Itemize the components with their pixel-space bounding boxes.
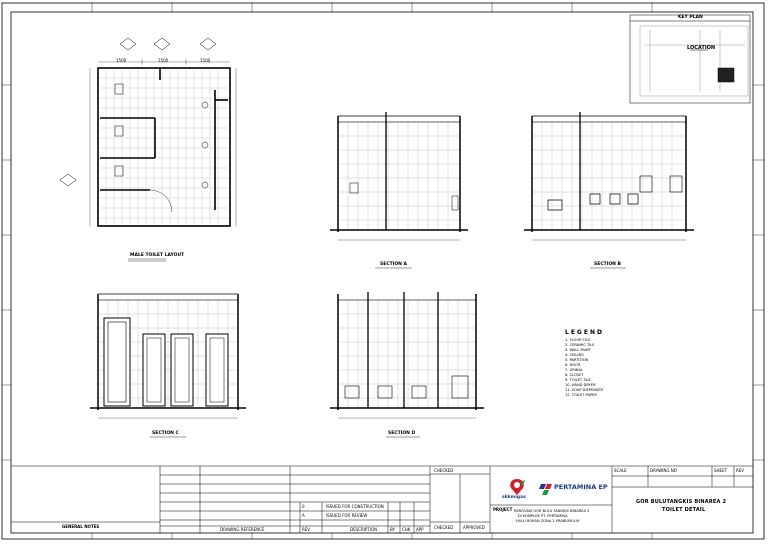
scale-label: SCALE <box>614 468 627 473</box>
title-block-lines <box>11 465 753 533</box>
rev-header-chk: CHK <box>402 527 411 532</box>
section-d-title: SECTION D <box>388 431 416 436</box>
section-a-title: SECTION A <box>380 262 408 267</box>
drawing-title-2: TOILET DETAIL <box>662 507 706 513</box>
rev-header-app: APP <box>416 527 424 532</box>
project-label: PROJECT <box>493 507 513 512</box>
legend: LEGEND 1. FLOOR TILE 2. CERAMIC TILE 3. … <box>565 329 660 399</box>
signoff-label: CHECKED <box>434 468 454 473</box>
project-line: HULU ROKAN ZONA 2 PRABUMULIH <box>516 519 580 523</box>
rev-no: 0 <box>302 504 305 509</box>
sheet-label: SHEET <box>714 468 728 473</box>
rev-header-by: BY <box>390 527 395 532</box>
key-plan-title: KEY PLAN <box>678 15 703 20</box>
legend-title: LEGEND <box>565 329 604 336</box>
legend-item: 1. FLOOR TILE <box>565 338 591 342</box>
pertamina-label: PERTAMINA EP <box>554 483 608 491</box>
legend-item: 7. URINAL <box>565 368 583 372</box>
inner-border <box>10 11 754 534</box>
section-b-title: SECTION B <box>594 262 621 267</box>
project-line: RENOVASI GOR BULU TANGKIS BINAREA 2 <box>514 509 590 513</box>
legend-item: 10. HAND DRYER <box>565 383 596 387</box>
legend-item: 6. DOOR <box>565 363 581 367</box>
plan-dim-2: 1500 <box>158 58 169 63</box>
rev-header-desc: DESCRIPTION <box>350 527 378 532</box>
rev-header-rev: REV <box>302 527 311 532</box>
general-notes-label: GENERAL NOTES <box>62 524 100 529</box>
rev-desc: ISSUED FOR CONSTRUCTION <box>326 504 384 509</box>
ref-drawings-label: DRAWING REFERENCE <box>220 527 265 532</box>
legend-item: 3. WALL PAINT <box>565 348 591 352</box>
checked-label: CHECKED <box>434 525 454 530</box>
plan-dim-1: 1500 <box>116 58 127 63</box>
plan-dim-3: 1500 <box>200 58 211 63</box>
rev-no: A <box>302 513 305 518</box>
legend-item: 8. CLOSET <box>565 373 584 377</box>
outer-border <box>1 2 765 540</box>
key-plan <box>629 14 751 104</box>
drawing-title-1: GOR BULUTANGKIS BINAREA 2 <box>636 499 727 505</box>
legend-item: 4. CEILING <box>565 353 584 357</box>
skkmigas-logo <box>510 479 525 495</box>
section-d <box>330 292 484 438</box>
rev-desc: ISSUED FOR REVIEW <box>326 513 368 518</box>
approved-label: APPROVED <box>463 525 485 530</box>
section-a <box>330 112 468 269</box>
section-b <box>524 112 694 269</box>
legend-item: 2. CERAMIC TILE <box>565 343 595 347</box>
grid-ticks <box>2 3 764 539</box>
plan-view <box>59 37 237 262</box>
legend-item: 5. PARTITION <box>565 358 589 362</box>
pertamina-logo-mark <box>539 484 552 495</box>
project-line: DI KOMPLEK PT. PERTAMINA <box>518 514 568 518</box>
key-plan-location: LOCATION <box>687 45 716 51</box>
drawing-no-label: DRAWING NO <box>650 468 677 473</box>
legend-item: 11. SOAP DISPENSER <box>565 388 603 392</box>
section-c-title: SECTION C <box>152 431 179 436</box>
section-c <box>90 293 246 438</box>
legend-item: 9. TOILET TILE <box>565 378 591 382</box>
plan-tile-grid <box>100 70 228 224</box>
legend-item: 12. TOILET PAPER <box>565 393 597 397</box>
rev-label: REV <box>736 468 745 473</box>
plan-title: MALE TOILET LAYOUT <box>130 253 185 258</box>
skkmigas-label: skkmigas <box>502 495 526 500</box>
